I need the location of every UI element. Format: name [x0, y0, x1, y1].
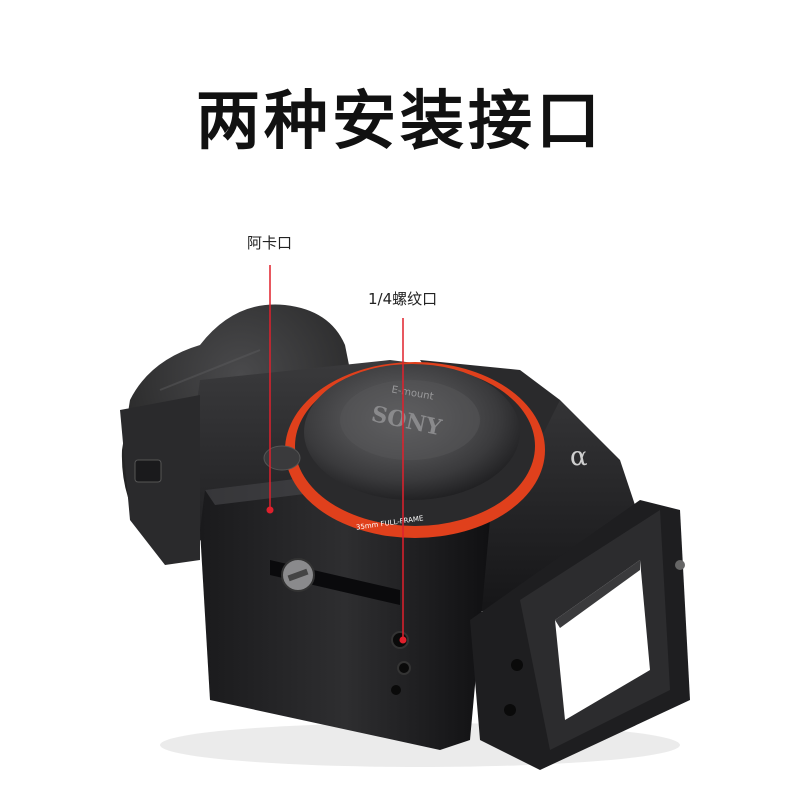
alpha-mark: α	[570, 442, 588, 472]
page-title: 两种安装接口	[196, 85, 604, 159]
l-bracket-window	[555, 560, 650, 720]
callout-label-arca: 阿卡口	[247, 234, 293, 252]
callout-dot-thread	[399, 636, 407, 644]
callout-dot-arca	[266, 506, 274, 514]
callout-label-thread: 1/4螺纹口	[368, 290, 438, 308]
